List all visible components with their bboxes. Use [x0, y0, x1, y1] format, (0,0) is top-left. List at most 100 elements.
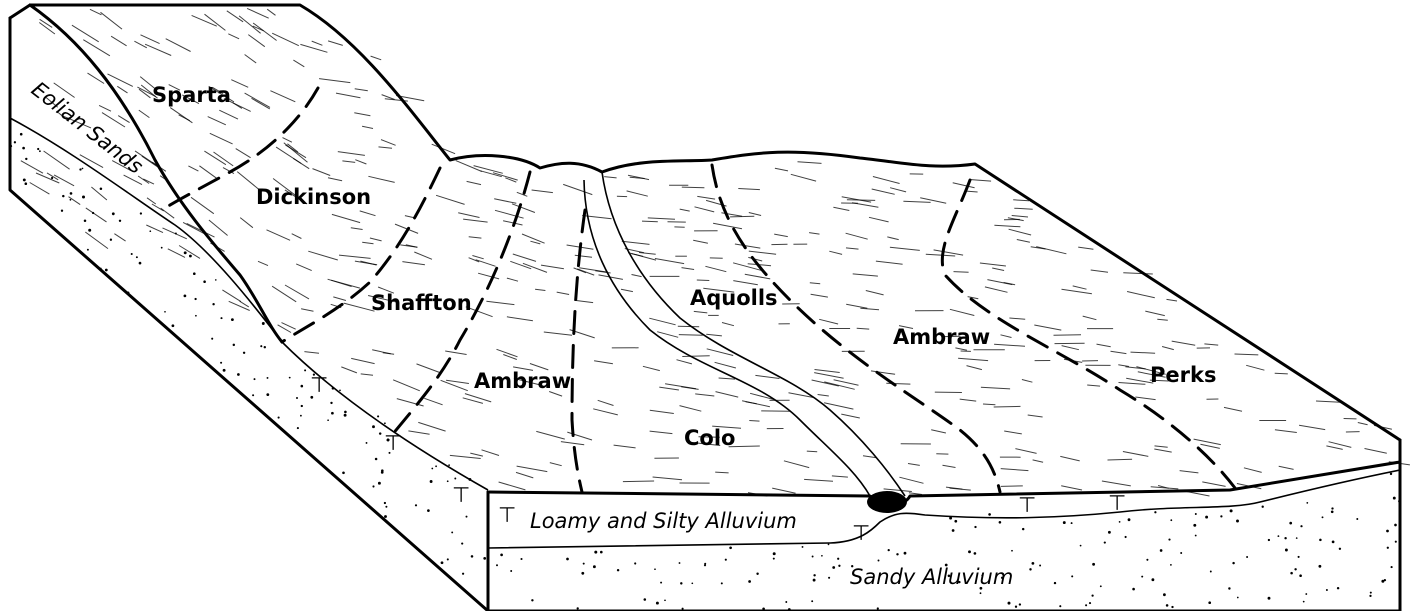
- label-sandy-alluvium: Sandy Alluvium: [850, 565, 1013, 589]
- sand-stipple-dot: [220, 362, 222, 364]
- sand-stipple-dot: [233, 344, 235, 346]
- terrain-hatch-stroke: [446, 380, 469, 383]
- terrain-hatch-stroke: [360, 211, 376, 216]
- terrain-hatch-stroke: [361, 374, 373, 375]
- terrain-hatch-stroke: [393, 380, 420, 391]
- terrain-hatch-stroke: [582, 216, 611, 219]
- sand-stipple-dot: [301, 385, 304, 388]
- terrain-hatch-stroke: [575, 255, 592, 257]
- terrain-hatch-stroke: [812, 380, 839, 386]
- sand-stipple-dot: [1237, 597, 1239, 599]
- terrain-hatch-stroke: [650, 410, 674, 413]
- terrain-hatch-stroke: [1061, 486, 1082, 490]
- terrain-hatch-stroke: [494, 199, 516, 204]
- terrain-hatch-stroke: [772, 488, 795, 493]
- terrain-hatch-stroke: [1033, 460, 1044, 462]
- sand-stipple-dot: [462, 573, 464, 575]
- sand-stipple-dot: [1268, 597, 1271, 600]
- sand-stipple-dot: [243, 352, 245, 354]
- stream-cross-section: [867, 491, 907, 513]
- sand-stipple-dot: [1290, 572, 1293, 575]
- terrain-hatch-stroke: [594, 361, 613, 364]
- sand-stipple-dot: [802, 546, 804, 548]
- terrain-hatch-stroke: [722, 323, 734, 326]
- sand-stipple-dot: [1071, 522, 1073, 524]
- terrain-hatch-stroke: [339, 255, 371, 258]
- sand-stipple-dot: [262, 322, 265, 325]
- terrain-hatch-stroke: [328, 178, 342, 181]
- terrain-hatch-stroke: [147, 198, 156, 204]
- sand-stipple-dot: [375, 458, 378, 461]
- terrain-hatching: [21, 8, 1410, 496]
- terrain-hatch-stroke: [1145, 311, 1165, 316]
- sand-stipple-dot: [1370, 592, 1372, 594]
- terrain-hatch-stroke: [807, 451, 817, 452]
- terrain-hatch-stroke: [188, 166, 198, 171]
- sand-stipple-dot: [877, 607, 879, 609]
- terrain-hatch-stroke: [890, 247, 920, 250]
- label-ambraw-left: Ambraw: [474, 369, 571, 393]
- terrain-hatch-stroke: [166, 39, 191, 52]
- sand-stipple-dot: [194, 298, 196, 300]
- sand-stipple-dot: [231, 318, 234, 321]
- terrain-hatch-stroke: [287, 144, 298, 152]
- sand-stipple-dot: [1146, 559, 1148, 561]
- label-perks: Perks: [1150, 363, 1216, 387]
- terrain-hatch-stroke: [300, 44, 327, 52]
- terrain-hatch-stroke: [308, 251, 338, 260]
- terrain-hatch-stroke: [354, 113, 370, 116]
- terrain-hatch-stroke: [887, 237, 898, 240]
- terrain-hatch-stroke: [478, 273, 499, 279]
- terrain-hatch-stroke: [1279, 466, 1294, 469]
- terrain-hatch-stroke: [980, 263, 1006, 266]
- terrain-hatch-stroke: [138, 176, 149, 184]
- terrain-hatch-stroke: [1009, 229, 1032, 235]
- terrain-hatch-stroke: [450, 455, 481, 458]
- sand-stipple-dot: [531, 599, 533, 601]
- terrain-hatch-stroke: [118, 116, 129, 123]
- sand-stipple-dot: [172, 324, 175, 327]
- sand-stipple-dot: [1356, 518, 1358, 520]
- terrain-hatch-stroke: [458, 213, 479, 218]
- sand-stipple-dot: [1180, 552, 1182, 554]
- sand-stipple-dot: [1141, 576, 1143, 578]
- terrain-hatch-stroke: [351, 358, 374, 363]
- stream-channel-right-bank: [602, 172, 905, 496]
- terrain-hatch-stroke: [535, 289, 545, 290]
- terrain-hatch-stroke: [1102, 481, 1131, 486]
- terrain-hatch-stroke: [992, 268, 1004, 271]
- sand-stipple-dot: [344, 414, 347, 417]
- terrain-hatch-stroke: [657, 332, 678, 338]
- sand-stipple-dot: [1208, 601, 1211, 604]
- sand-stipple-dot: [566, 558, 569, 561]
- sand-stipple-dot: [1205, 516, 1208, 519]
- terrain-hatch-stroke: [544, 332, 572, 335]
- terrain-hatch-stroke: [536, 431, 565, 439]
- terrain-hatch-stroke: [236, 149, 251, 158]
- sand-stipple-dot: [1089, 602, 1091, 604]
- terrain-hatch-stroke: [682, 356, 709, 357]
- terrain-hatch-stroke: [818, 395, 829, 397]
- terrain-hatch-stroke: [99, 105, 111, 111]
- sand-stipple-dot: [1108, 531, 1111, 534]
- terrain-hatch-stroke: [829, 251, 842, 254]
- sand-stipple-dot: [968, 550, 971, 553]
- sand-stipple-dot: [664, 599, 666, 601]
- sand-stipple-dot: [131, 253, 133, 255]
- sand-stipple-dot: [1008, 602, 1011, 605]
- terrain-hatch-stroke: [574, 300, 593, 302]
- sand-stipple-dot: [483, 557, 486, 560]
- terrain-hatch-stroke: [969, 180, 991, 182]
- sand-stipple-dot: [237, 373, 240, 376]
- terrain-hatch-stroke: [1358, 423, 1368, 425]
- sand-stipple-dot: [1170, 519, 1172, 521]
- terrain-hatch-stroke: [695, 394, 714, 396]
- terrain-hatch-stroke: [209, 220, 228, 236]
- sand-stipple-dot: [82, 196, 85, 199]
- sand-stipple-dot: [1170, 564, 1172, 566]
- sand-stipple-dot: [79, 168, 81, 170]
- label-shaffton: Shaffton: [371, 291, 472, 315]
- sand-stipple-dot: [821, 555, 823, 557]
- terrain-hatch-stroke: [91, 187, 107, 200]
